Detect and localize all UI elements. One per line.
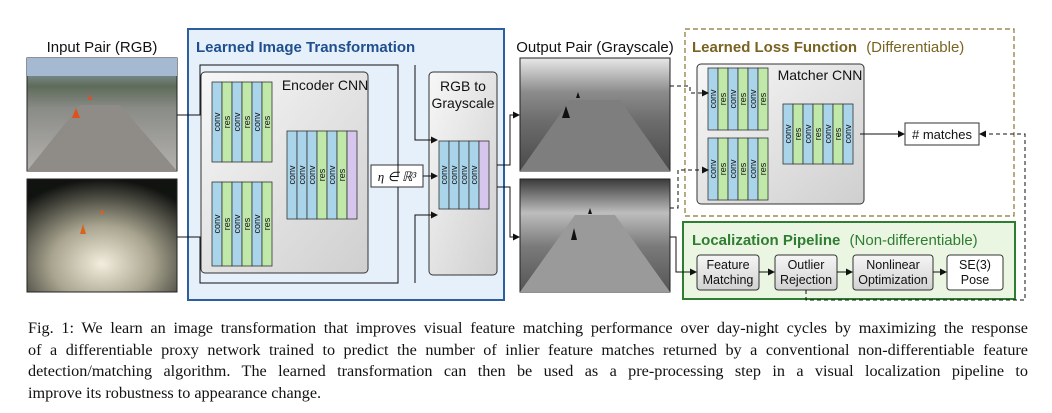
pipeline-step-label: Rejection — [780, 273, 832, 287]
pipeline-step-feature-matching: Feature Matching — [696, 254, 760, 291]
conv-layer-label: conv — [212, 112, 222, 132]
res-layer-label: res — [758, 162, 768, 175]
pipeline-step-label: Pose — [961, 273, 990, 287]
conv-layer-label: conv — [783, 124, 793, 144]
conv-layer-label: conv — [459, 165, 469, 185]
pipeline-step-outlier-rejection: Outlier Rejection — [774, 254, 838, 291]
output-layer — [478, 140, 490, 210]
learned-loss-title-note: (Differentiable) — [866, 39, 964, 56]
conv-layer-label: conv — [252, 214, 262, 234]
learned-transformation-title: Learned Image Transformation — [196, 39, 415, 56]
conv-layer-label: conv — [297, 165, 307, 185]
output-pair-label: Output Pair (Grayscale) — [516, 39, 674, 56]
conv-layer-label: conv — [232, 112, 242, 132]
res-layer-label: res — [262, 217, 272, 230]
conv-layer — [842, 103, 854, 165]
dashed-connectors — [670, 85, 1026, 301]
res-layer-label: res — [813, 127, 823, 140]
conv-layer-label: conv — [708, 89, 718, 109]
pipeline-step-label: Feature — [706, 258, 749, 272]
matcher-cnn-label: Matcher CNN — [778, 67, 863, 83]
res-layer — [261, 181, 273, 267]
conv-layer-label: conv — [212, 214, 222, 234]
pipeline-diagram: Input Pair (RGB) Output Pair (Grayscale)… — [26, 28, 1026, 301]
pipeline-step-se3-pose: SE(3) Pose — [946, 254, 1004, 291]
conv-layer-label: conv — [252, 112, 262, 132]
output-night-grayscale-image — [519, 178, 671, 293]
res-layer-label: res — [833, 127, 843, 140]
output-day-grayscale-image — [519, 57, 671, 172]
res-layer-label: res — [222, 115, 232, 128]
caption-line: detection/matching algorithm. The learne… — [28, 362, 1028, 380]
rgb-to-grayscale-label-line2: Grayscale — [431, 95, 494, 111]
conv-layer-label: conv — [287, 165, 297, 185]
conv-layer-label: conv — [449, 165, 459, 185]
input-day-image — [26, 57, 178, 172]
pipeline-step-label: Nonlinear — [866, 258, 920, 272]
caption-line: Fig. 1: We learn an image transformation… — [28, 319, 1028, 337]
learned-loss-title: Learned Loss Function (Differentiable) — [692, 39, 964, 56]
conv-layer-label: conv — [748, 89, 758, 109]
conv-layer-label: conv — [708, 159, 718, 179]
res-layer-label: res — [262, 115, 272, 128]
conv-layer-label: conv — [327, 165, 337, 185]
conv-layer-label: conv — [439, 165, 449, 185]
res-layer — [757, 137, 769, 201]
conv-layer-label: conv — [823, 124, 833, 144]
localization-pipeline-title-note: (Non-differentiable) — [850, 232, 978, 249]
pipeline-step-label: Outlier — [788, 258, 825, 272]
res-layer-label: res — [242, 217, 252, 230]
encoder-cnn-label: Encoder CNN — [282, 77, 368, 93]
localization-pipeline-title: Localization Pipeline (Non-differentiabl… — [692, 232, 978, 249]
res-layer-label: res — [242, 115, 252, 128]
figure-caption: Fig. 1: We learn an image transformation… — [28, 318, 1028, 404]
caption-line: of a differentiable proxy network traine… — [28, 340, 1028, 359]
num-matches-label: # matches — [912, 127, 972, 142]
res-layer-label: res — [758, 92, 768, 105]
pipeline-step-label: Optimization — [858, 273, 928, 287]
conv-layer-label: conv — [232, 214, 242, 234]
learned-loss-title-main: Learned Loss Function — [692, 39, 857, 56]
res-layer — [261, 81, 273, 163]
res-layer-label: res — [738, 92, 748, 105]
eta-label: η ∈ ℝ³ — [378, 169, 418, 184]
res-layer-label: res — [793, 127, 803, 140]
conv-layer-label: conv — [803, 124, 813, 144]
conv-layer-label: conv — [307, 165, 317, 185]
res-layer-label: res — [317, 168, 327, 181]
conv-layer-label: conv — [843, 124, 853, 144]
conv-layer-label: conv — [469, 165, 479, 185]
conv-layer-label: conv — [728, 159, 738, 179]
res-layer-label: res — [222, 217, 232, 230]
pipeline-step-nonlinear-optimization: Nonlinear Optimization — [852, 254, 934, 291]
pipeline-step-label: Matching — [703, 273, 754, 287]
input-night-image — [26, 178, 178, 293]
output-layer — [346, 130, 358, 220]
pipeline-step-label: SE(3) — [959, 258, 991, 272]
conv-layer-label: conv — [748, 159, 758, 179]
res-layer-label: res — [718, 162, 728, 175]
input-pair-label: Input Pair (RGB) — [47, 39, 158, 56]
rgb-to-grayscale-label-line1: RGB to — [440, 78, 486, 94]
res-layer-label: res — [718, 92, 728, 105]
res-layer-label: res — [738, 162, 748, 175]
res-layer-label: res — [337, 168, 347, 181]
conv-layer-label: conv — [728, 89, 738, 109]
localization-pipeline-title-main: Localization Pipeline — [692, 232, 840, 249]
res-layer — [757, 67, 769, 131]
connector-lines — [177, 64, 947, 284]
caption-line: improve its robustness to appearance cha… — [28, 383, 322, 402]
